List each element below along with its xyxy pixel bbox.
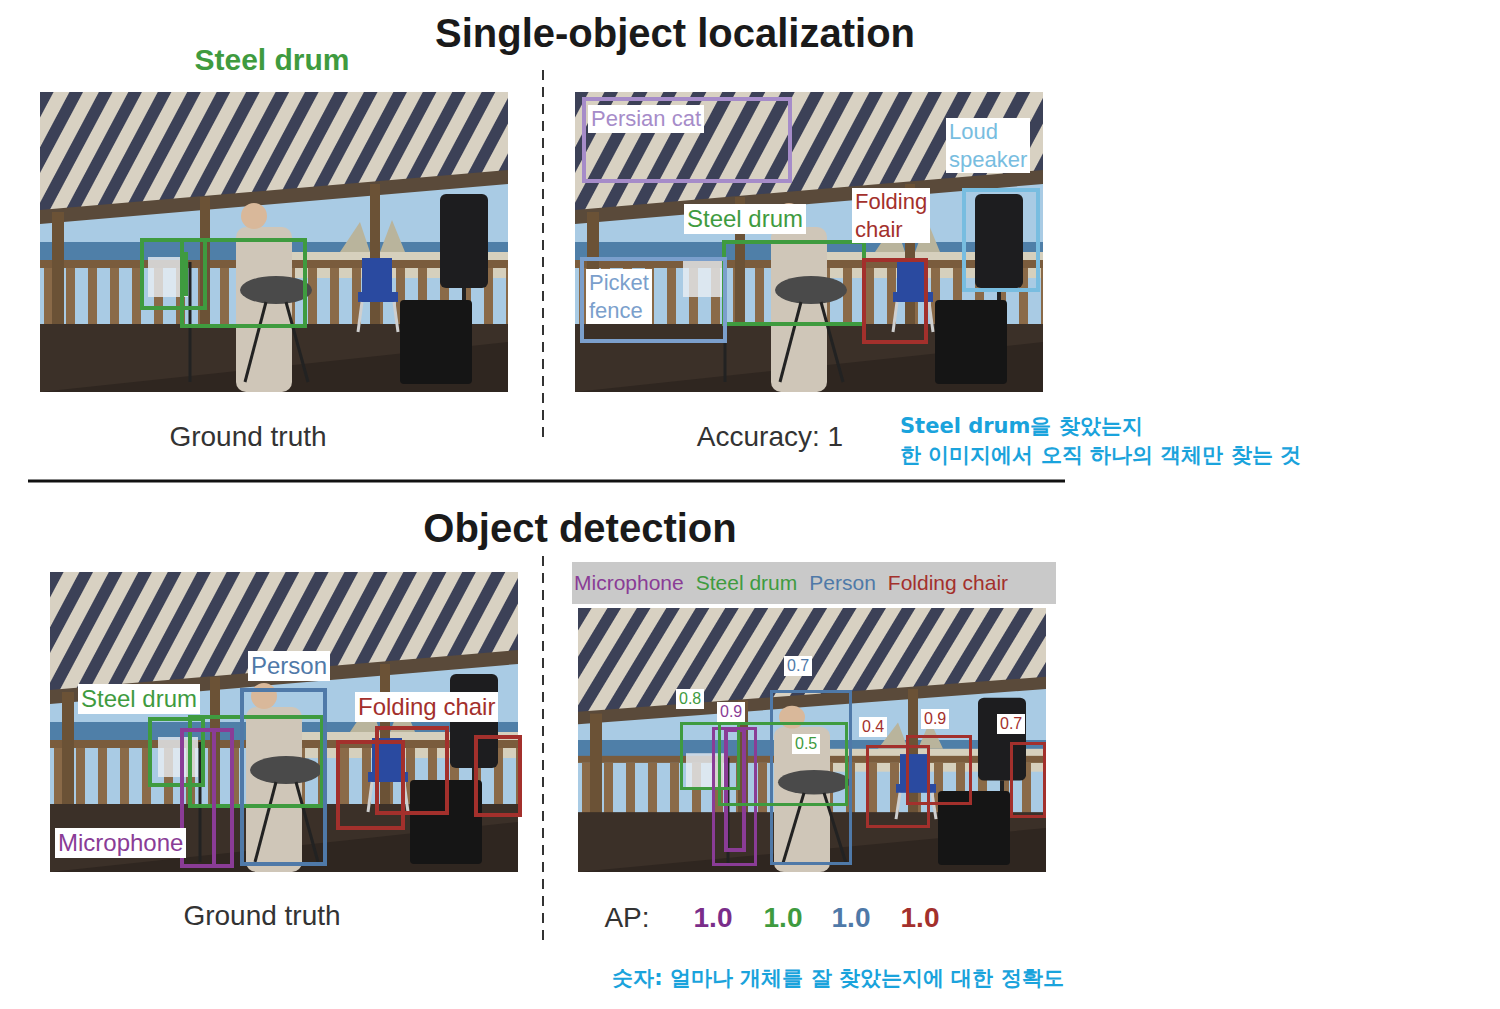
box-label: Microphone	[55, 828, 186, 858]
score-label: 0.7	[784, 656, 812, 676]
metric-value: 1.0	[694, 902, 733, 934]
bounding-box: Loud speaker	[962, 188, 1040, 292]
dashed-divider	[542, 556, 544, 945]
divider	[28, 480, 1065, 483]
score-label: 0.9	[717, 702, 745, 722]
class-name: Microphone	[574, 571, 684, 595]
photo	[575, 92, 1043, 392]
class-heading: Steel drum	[194, 43, 349, 78]
bounding-box: Folding chair	[862, 258, 928, 344]
metric-value: 1.0	[764, 902, 803, 934]
class-name: Folding chair	[888, 571, 1008, 595]
box-label: Folding chair	[852, 188, 930, 243]
score-label: 0.7	[997, 714, 1025, 734]
box-label: Steel drum	[78, 684, 200, 714]
title: Single-object localization	[435, 10, 915, 56]
metric-value: 1.0	[901, 902, 940, 934]
box-label: Loud speaker	[946, 118, 1030, 173]
bounding-box: Steel drum	[722, 240, 866, 326]
note: 한 이미지에서 오직 하나의 객체만 찾는 것	[900, 443, 1301, 467]
bounding-box: 0.5	[718, 722, 848, 806]
note: Steel drum을 찾았는지	[900, 414, 1143, 438]
box-label: Steel drum	[684, 204, 806, 234]
class-name: Steel drum	[696, 571, 798, 595]
photo	[40, 92, 508, 392]
bounding-box: Person	[240, 688, 327, 866]
bounding-box: Folding chair	[336, 740, 405, 830]
bounding-box: Picket fence	[580, 257, 727, 343]
bounding-box: 0.7	[1010, 742, 1046, 818]
class-name: Person	[809, 571, 876, 595]
box-label: Persian cat	[588, 105, 704, 133]
photo	[50, 572, 518, 872]
dashed-divider	[542, 70, 544, 442]
legend-bar: Microphone Steel drum Person Folding chair	[572, 562, 1056, 604]
caption: Ground truth	[169, 421, 326, 453]
score-label: 0.5	[792, 734, 820, 754]
box-label: Folding chair	[355, 692, 498, 722]
metric-name: AP:	[604, 902, 649, 934]
photo	[578, 608, 1046, 872]
score-label: 0.9	[921, 709, 949, 729]
score-label: 0.8	[676, 689, 704, 709]
box-label: Picket fence	[586, 269, 652, 324]
note: 숫자: 얼마나 개체를 잘 찾았는지에 대한 정확도	[612, 966, 1063, 990]
bounding-box: 0.4	[866, 745, 930, 828]
section-title: Object detection	[423, 505, 736, 551]
bounding-box: Microphone	[180, 728, 234, 868]
bounding-box: 0.7	[770, 690, 852, 865]
box-label: Person	[248, 651, 330, 681]
bounding-box: Persian cat	[582, 97, 792, 183]
metric-value: 1.0	[832, 902, 871, 934]
bounding-box: 0.8	[680, 722, 740, 790]
caption: Ground truth	[183, 900, 340, 932]
score-label: 0.4	[859, 717, 887, 737]
caption: Accuracy: 1	[697, 421, 843, 453]
